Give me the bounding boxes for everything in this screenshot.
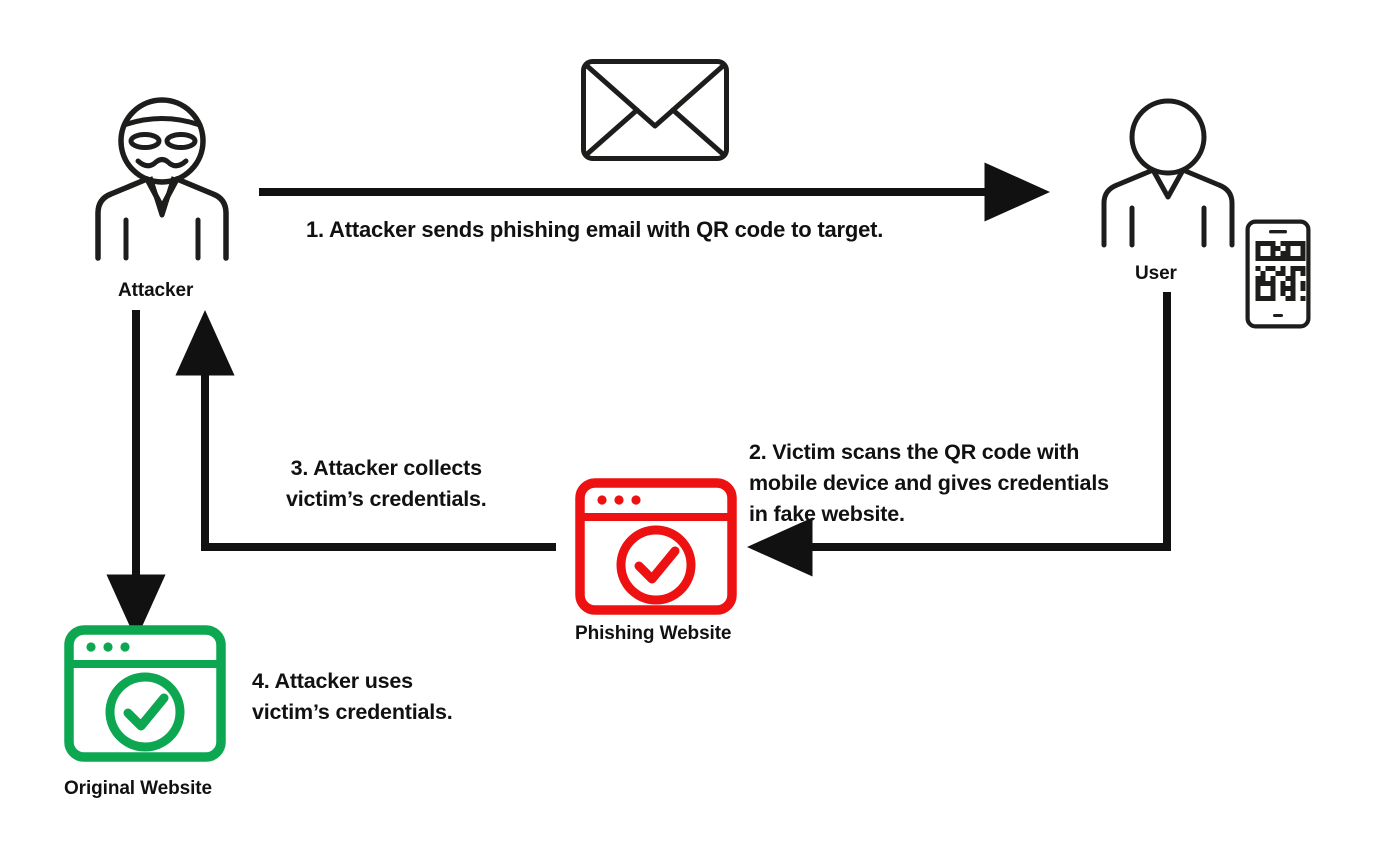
- step-3-label: 3. Attacker collects victim’s credential…: [286, 456, 487, 512]
- mobile-phone-qr-code-icon: [1245, 219, 1311, 329]
- phishing-website-label: Phishing Website: [575, 623, 732, 644]
- step-1-label: 1. Attacker sends phishing email with QR…: [306, 217, 884, 242]
- arrow-step-2: [747, 292, 1171, 577]
- qr-modules: [1255, 241, 1306, 301]
- user-person-icon: [1101, 98, 1235, 248]
- user-label: User: [1135, 263, 1177, 284]
- email-envelope-icon: [581, 59, 729, 161]
- original-website-label: Original Website: [64, 778, 212, 799]
- step-4-label: 4. Attacker uses victim’s credentials.: [252, 669, 453, 725]
- attacker-person-icon: [95, 97, 229, 261]
- arrow-step-3: [175, 310, 556, 551]
- phishing-website-icon: [575, 478, 737, 615]
- step-2-label: 2. Victim scans the QR code with mobile …: [749, 440, 1109, 527]
- original-website-icon: [64, 625, 226, 762]
- attacker-label: Attacker: [118, 280, 194, 301]
